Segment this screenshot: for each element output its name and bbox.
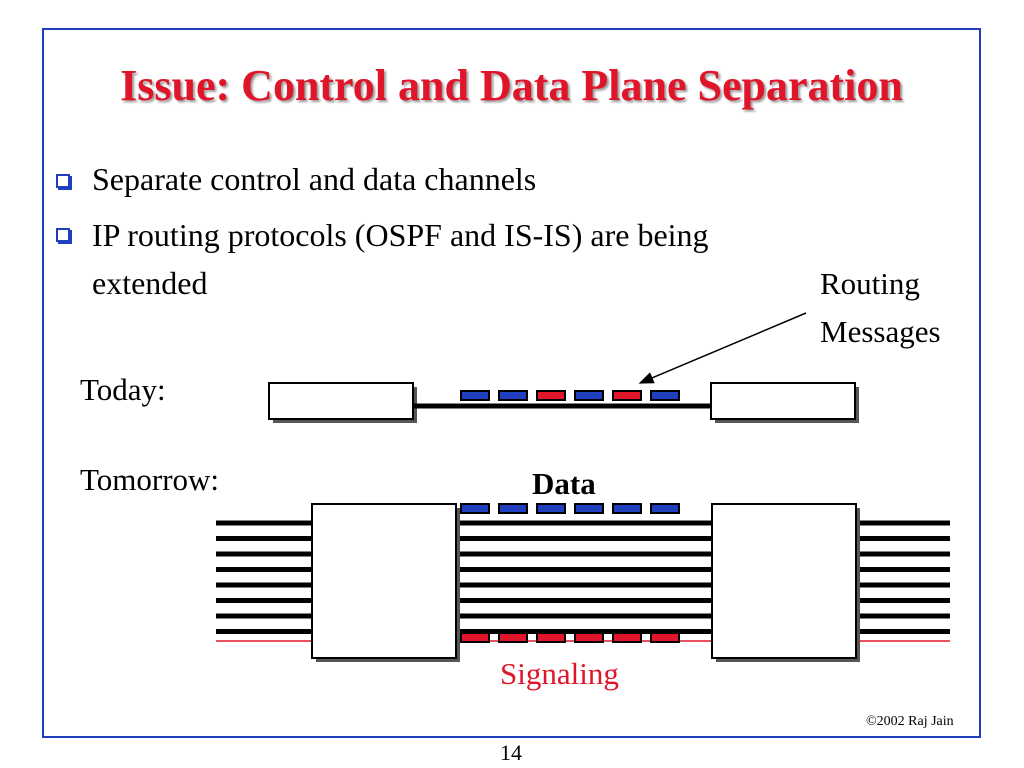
today-right-node: [710, 382, 856, 420]
today-packet-1: [460, 390, 490, 401]
copyright: ©2002 Raj Jain: [866, 714, 954, 729]
signaling-packets: [460, 632, 680, 643]
routing-messages-arrow: [638, 312, 807, 384]
bullet-2-line-1: IP routing protocols (OSPF and IS-IS) ar…: [92, 217, 709, 253]
data-packet-3: [536, 503, 566, 514]
signaling-packet-2: [498, 632, 528, 643]
data-packet-5: [612, 503, 642, 514]
page-number: 14: [500, 740, 522, 765]
tomorrow-right-node: [711, 503, 857, 659]
signaling-label: Signaling: [500, 656, 619, 691]
data-packet-4: [574, 503, 604, 514]
tomorrow-label: Tomorrow:: [80, 462, 220, 497]
today-left-node: [268, 382, 414, 420]
bullet-1: Separate control and data channels: [92, 161, 537, 197]
today-link: [268, 312, 859, 423]
data-packet-1: [460, 503, 490, 514]
slide-title: Issue: Control and Data Plane Separation: [120, 61, 903, 110]
data-packet-2: [498, 503, 528, 514]
tomorrow-link: [216, 503, 950, 662]
today-packet-6: [650, 390, 680, 401]
data-packets: [460, 503, 680, 514]
signaling-packet-1: [460, 632, 490, 643]
data-packet-6: [650, 503, 680, 514]
today-packet-5: [612, 390, 642, 401]
today-packet-4: [574, 390, 604, 401]
today-packets: [460, 390, 680, 401]
bullet-marker-2: [56, 228, 70, 242]
callout-messages: Messages: [820, 314, 941, 349]
today-label: Today:: [80, 372, 166, 407]
signaling-packet-5: [612, 632, 642, 643]
callout-routing: Routing: [820, 266, 920, 301]
signaling-packet-4: [574, 632, 604, 643]
signaling-packet-3: [536, 632, 566, 643]
tomorrow-left-node: [311, 503, 457, 659]
signaling-packet-6: [650, 632, 680, 643]
today-packet-2: [498, 390, 528, 401]
bullet-2-line-2: extended: [92, 265, 208, 301]
data-label: Data: [532, 466, 596, 501]
slide-border: [42, 28, 981, 738]
bullet-marker-1: [56, 174, 70, 188]
today-packet-3: [536, 390, 566, 401]
